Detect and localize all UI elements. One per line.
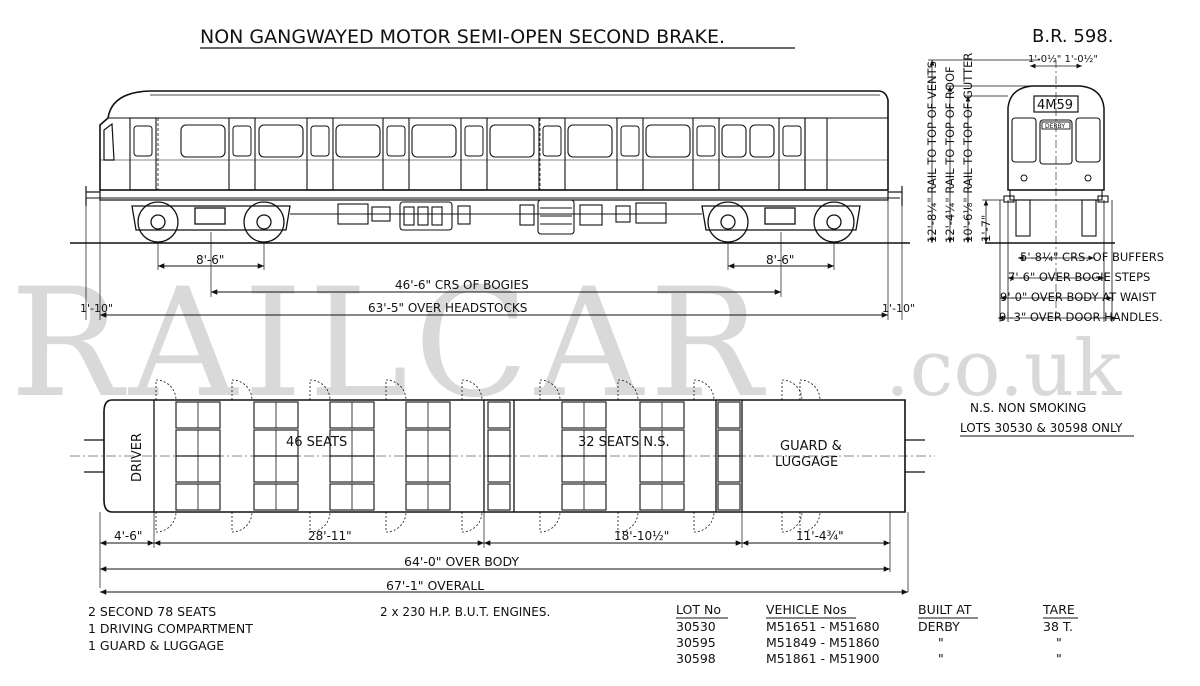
watermark-main: RAILCAR xyxy=(10,257,768,431)
lot-row-1-built: DERBY xyxy=(918,619,960,634)
side-windows xyxy=(180,124,775,158)
side-body xyxy=(99,117,888,191)
dim-bogie-wheelbase-right: 8'-6" xyxy=(766,253,794,267)
seat-bay xyxy=(487,455,511,483)
headcode-box: 4M59 xyxy=(1037,98,1073,113)
seat-bay xyxy=(717,483,741,511)
door-swing xyxy=(799,511,821,533)
plan-guard-label-2: LUGGAGE xyxy=(775,455,838,470)
seat-bay xyxy=(717,401,741,429)
door-swing xyxy=(231,379,253,401)
end-width-waist: 9'-0" OVER BODY AT WAIST xyxy=(1000,290,1157,304)
seat-bay xyxy=(487,483,511,511)
plan-guard-label-1: GUARD & xyxy=(780,439,842,454)
end-body-outline xyxy=(1007,85,1105,191)
engines-note: 2 x 230 H.P. B.U.T. ENGINES. xyxy=(380,605,550,619)
plan-saloon2-label: 32 SEATS N.S. xyxy=(578,435,670,450)
door-swing xyxy=(693,379,715,401)
note-ns: N.S. NON SMOKING xyxy=(970,401,1086,415)
door-swing xyxy=(539,379,561,401)
plan-saloon1-label: 46 SEATS xyxy=(286,435,347,450)
lot-row-2-built: " xyxy=(938,635,944,650)
side-doors xyxy=(129,117,828,191)
seat-bay xyxy=(487,429,511,457)
dim-bogie-wheelbase-left: 8'-6" xyxy=(196,253,224,267)
summary-line-2: 1 DRIVING COMPARTMENT xyxy=(88,621,253,636)
end-width-buffers: 5'-8¼" CRS. OF BUFFERS xyxy=(1020,250,1164,264)
side-solebar xyxy=(99,189,889,201)
end-height-roof: 12'-4¼" RAIL TO TOP OF ROOF xyxy=(943,66,957,243)
diagram-number: B.R. 598. xyxy=(1032,26,1113,47)
side-roof xyxy=(107,90,889,190)
destination-blind: DERBY xyxy=(1045,123,1065,130)
door-swing xyxy=(155,379,177,401)
lots-header-lot: LOT No xyxy=(676,602,721,617)
door-swing xyxy=(385,379,407,401)
lot-row-3-lot: 30598 xyxy=(676,651,716,666)
door-swing xyxy=(231,511,253,533)
lot-row-3-built: " xyxy=(938,651,944,666)
dim-over-headstocks: 63'-5" OVER HEADSTOCKS xyxy=(368,301,527,315)
bogie-left xyxy=(131,201,291,243)
lots-header-built: BUILT AT xyxy=(918,602,972,617)
dim-bogie-centres: 46'-6" CRS OF BOGIES xyxy=(395,278,529,292)
lot-row-1-vehicles: M51651 - M51680 xyxy=(766,619,880,634)
dim-buffer-left: 1'-10" xyxy=(80,302,113,315)
lots-header-vehicles: VEHICLE Nos xyxy=(766,602,847,617)
lots-header-tare: TARE xyxy=(1042,602,1075,617)
seat-bay xyxy=(487,401,511,429)
door-swings xyxy=(155,379,821,533)
end-height-step: 1'-7" xyxy=(979,215,993,242)
lot-row-1-lot: 30530 xyxy=(676,619,716,634)
lot-row-1-tare: 38 T. xyxy=(1043,619,1073,634)
bogie-right xyxy=(701,201,861,243)
lot-row-3-vehicles: M51861 - M51900 xyxy=(766,651,880,666)
lot-row-2-tare: " xyxy=(1056,635,1062,650)
door-swing xyxy=(617,379,639,401)
end-elevation: 4M59 DERBY 1'-0½" 1'-0½" xyxy=(925,53,1164,324)
door-swing xyxy=(461,511,483,533)
door-swing xyxy=(309,511,331,533)
plan-body-outline xyxy=(103,399,906,513)
door-swing xyxy=(781,379,803,401)
note-lots: LOTS 30530 & 30598 ONLY xyxy=(960,421,1123,435)
door-swing xyxy=(799,379,821,401)
summary-line-3: 1 GUARD & LUGGAGE xyxy=(88,638,224,653)
side-elevation: 8'-6" 8'-6" 46'-6" CRS OF BOGIES 63'-5" … xyxy=(70,90,915,320)
seat-bay xyxy=(717,429,741,457)
end-height-gutter: 10'-6⅛" RAIL TO TOP OF GUTTER xyxy=(961,53,975,243)
dim-guard: 11'-4¾" xyxy=(796,529,844,543)
lot-row-3-tare: " xyxy=(1056,651,1062,666)
underframe-equipment xyxy=(290,199,702,235)
door-swing xyxy=(385,511,407,533)
door-swing xyxy=(155,511,177,533)
summary-line-1: 2 SECOND 78 SEATS xyxy=(88,604,216,619)
dim-saloon2: 18'-10½" xyxy=(614,529,669,543)
end-height-vents: 12'-8¼" RAIL TO TOP OF VENTS xyxy=(925,61,939,243)
dim-driver: 4'-6" xyxy=(114,529,142,543)
end-top-dim: 1'-0½" 1'-0½" xyxy=(1028,53,1098,65)
seat-blocks xyxy=(175,401,741,511)
door-swing xyxy=(539,511,561,533)
end-width-door-handles: 9'-3" OVER DOOR HANDLES. xyxy=(999,310,1163,324)
watermark-suffix: .co.uk xyxy=(885,324,1122,414)
door-swing xyxy=(781,511,803,533)
door-swing xyxy=(617,511,639,533)
door-swing xyxy=(693,511,715,533)
drawing-title: NON GANGWAYED MOTOR SEMI-OPEN SECOND BRA… xyxy=(200,26,725,48)
dim-overall: 67'-1" OVERALL xyxy=(386,578,484,593)
dim-saloon1: 28'-11" xyxy=(308,529,352,543)
lot-row-2-lot: 30595 xyxy=(676,635,716,650)
end-width-bogie-steps: 7'-6" OVER BOGIE STEPS xyxy=(1008,270,1150,284)
lot-row-2-vehicles: M51849 - M51860 xyxy=(766,635,880,650)
seat-bay xyxy=(717,455,741,483)
dim-buffer-right: 1'-10" xyxy=(882,302,915,315)
dim-over-body: 64'-0" OVER BODY xyxy=(404,554,519,569)
plan-view: DRIVER 46 SEATS 32 SEATS N.S. GUARD & LU… xyxy=(70,379,935,595)
door-swing xyxy=(309,379,331,401)
lots-table: LOT No VEHICLE Nos BUILT AT TARE 30530 M… xyxy=(676,602,1078,666)
door-swing xyxy=(461,379,483,401)
plan-driver-label: DRIVER xyxy=(130,433,145,482)
